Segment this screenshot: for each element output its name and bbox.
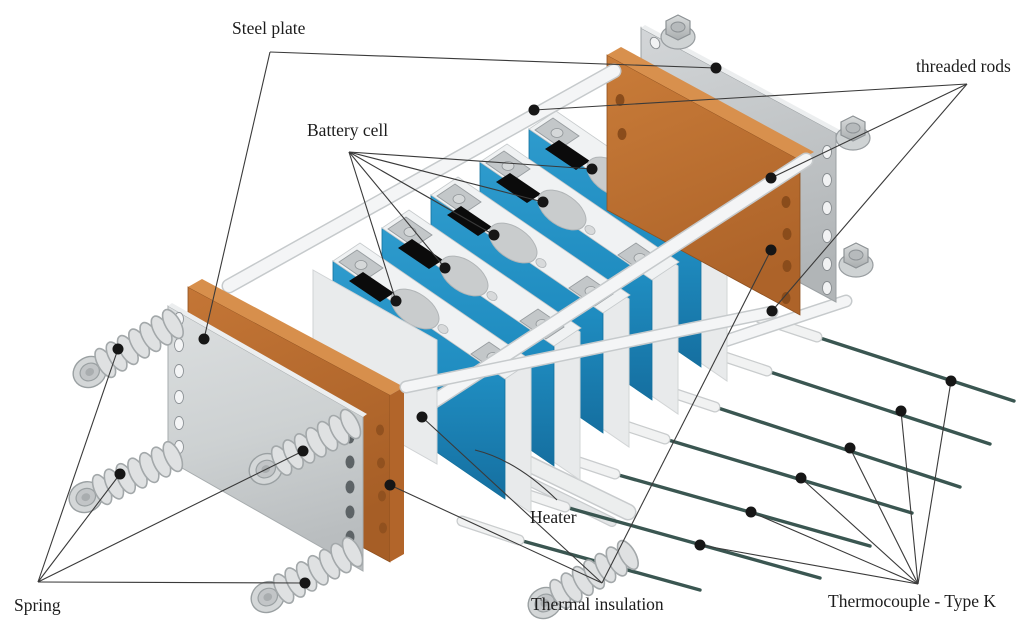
callout-dot xyxy=(390,295,402,307)
leader-battery-cell xyxy=(348,151,446,269)
callout-dot xyxy=(112,343,124,355)
callout-dot xyxy=(586,163,598,175)
thermocouple xyxy=(502,482,822,580)
leader-thermal-insulation xyxy=(601,249,772,584)
callout-dot xyxy=(299,577,311,589)
callout-dot xyxy=(895,405,907,417)
callout-dot xyxy=(114,468,126,480)
left-end-assembly xyxy=(167,269,438,572)
leader-battery-cell xyxy=(348,151,593,170)
thermocouple xyxy=(652,382,962,489)
spring xyxy=(62,438,188,520)
label-threaded-rods: threaded rods xyxy=(916,56,1011,76)
label-heater: Heater xyxy=(530,507,577,527)
threaded-rod xyxy=(715,294,853,349)
callout-dot xyxy=(745,506,757,518)
callout-dot xyxy=(439,262,451,274)
label-steel-plate: Steel plate xyxy=(232,18,306,38)
callout-dot xyxy=(765,172,777,184)
label-thermocouple-type-k: Thermocouple - Type K xyxy=(828,591,996,611)
callout-dot xyxy=(537,196,549,208)
hex-nut xyxy=(660,14,696,50)
leader-spring xyxy=(37,473,121,583)
leader-lines xyxy=(37,51,968,585)
leader-thermal-insulation xyxy=(389,484,603,584)
leader-heater xyxy=(474,449,558,501)
leader-threaded-rods xyxy=(533,83,968,111)
label-battery-cell: Battery cell xyxy=(307,120,388,140)
leader-threaded-rods xyxy=(770,83,968,179)
leader-thermocouple xyxy=(750,511,919,585)
callout-dot xyxy=(765,244,777,256)
hex-nut xyxy=(838,242,874,278)
leader-thermocouple xyxy=(917,380,952,585)
leader-steel-plate xyxy=(203,51,271,340)
callout-dot xyxy=(297,445,309,457)
callout-dot xyxy=(528,104,540,116)
right-end-assembly xyxy=(606,14,874,316)
callout-dot xyxy=(710,62,722,74)
callout-dots xyxy=(112,62,957,589)
leader-threaded-rods xyxy=(771,83,968,312)
leader-thermocouple xyxy=(900,410,919,585)
leader-thermal-insulation xyxy=(421,416,603,584)
callout-dot xyxy=(694,539,706,551)
leader-steel-plate xyxy=(269,51,717,69)
callout-labels: Steel plate Battery cell threaded rods S… xyxy=(14,18,1011,615)
thermocouple xyxy=(754,312,1016,403)
threaded-rod xyxy=(221,63,622,294)
callout-dot xyxy=(844,442,856,454)
spring xyxy=(244,533,368,620)
threaded-rod xyxy=(399,305,779,394)
callout-dot xyxy=(198,333,210,345)
thermocouple xyxy=(602,414,914,515)
callout-dot xyxy=(766,305,778,317)
leader-thermocouple xyxy=(699,544,919,585)
label-thermal-insulation: Thermal insulation xyxy=(531,594,664,614)
leader-battery-cell xyxy=(348,151,544,203)
callout-dot xyxy=(488,229,500,241)
callout-dot xyxy=(945,375,957,387)
leader-battery-cell xyxy=(348,151,495,236)
leader-spring xyxy=(37,450,304,583)
right-insulation-plate xyxy=(606,47,814,316)
label-spring: Spring xyxy=(14,595,61,615)
leader-spring xyxy=(37,348,119,583)
callout-dot xyxy=(795,472,807,484)
leader-battery-cell xyxy=(348,151,397,302)
leader-thermocouple xyxy=(800,477,919,585)
callout-dot xyxy=(416,411,428,423)
leader-spring xyxy=(37,581,306,584)
callout-dot xyxy=(384,479,396,491)
leader-thermocouple xyxy=(849,447,919,585)
